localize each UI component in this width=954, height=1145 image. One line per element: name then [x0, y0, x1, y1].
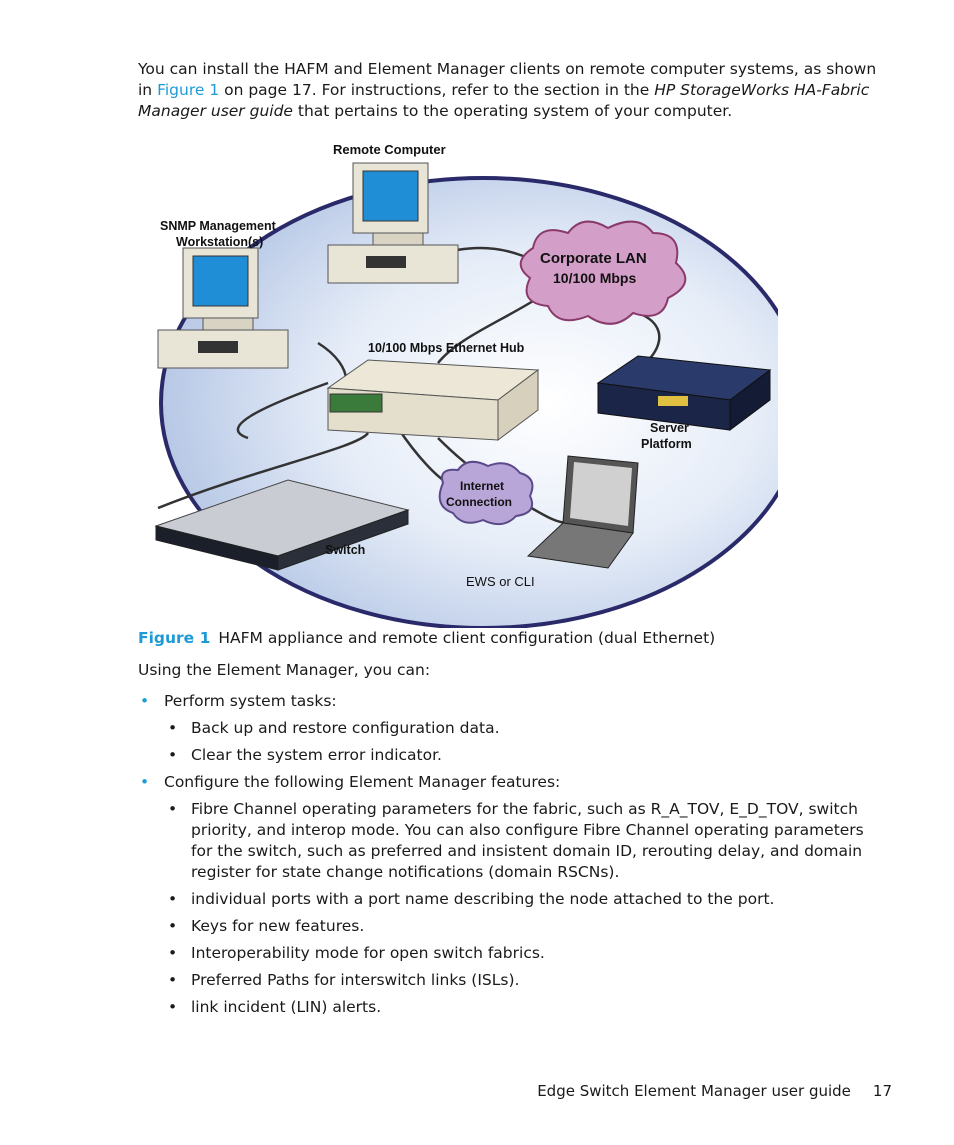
- list-item: •link incident (LIN) alerts.: [168, 998, 382, 1016]
- network-diagram: Remote Computer SNMP Management Workstat…: [138, 138, 778, 628]
- caption-text: HAFM appliance and remote client configu…: [218, 629, 716, 647]
- figure-label: Figure 1: [138, 629, 211, 647]
- bullet-icon: •: [140, 692, 150, 710]
- bullet-icon: •: [168, 971, 178, 989]
- intro-paragraph: You can install the HAFM and Element Man…: [138, 59, 883, 122]
- snmp-label-line2: Workstation(s): [176, 235, 263, 249]
- lan-label-line1: Corporate LAN: [540, 250, 647, 267]
- server-label-line1: Server: [650, 421, 689, 435]
- feature-list: •Perform system tasks: •Back up and rest…: [138, 691, 883, 1024]
- footer-title: Edge Switch Element Manager user guide: [537, 1082, 851, 1100]
- snmp-label-line1: SNMP Management: [160, 219, 277, 233]
- list-item: •Clear the system error indicator.: [168, 746, 442, 764]
- guide-title: HP StorageWorks HA-Fabric Manager user g…: [138, 81, 870, 120]
- hub-label: 10/100 Mbps Ethernet Hub: [368, 341, 525, 355]
- list-item: •Preferred Paths for interswitch links (…: [168, 971, 520, 989]
- internet-label-line1: Internet: [460, 479, 504, 493]
- list-item: •Perform system tasks:: [140, 692, 337, 710]
- figure-link[interactable]: Figure 1: [157, 81, 220, 99]
- list-item: •Keys for new features.: [168, 917, 365, 935]
- intro-text-1: You can install the HAFM and Element Man…: [138, 60, 877, 99]
- corporate-lan-cloud: [519, 220, 687, 325]
- bullet-icon: •: [168, 800, 178, 818]
- list-item: •Configure the following Element Manager…: [140, 773, 561, 791]
- internet-label-line2: Connection: [446, 495, 512, 509]
- remote-computer-icon: [327, 162, 459, 284]
- server-platform-icon: [596, 355, 772, 431]
- bullet-icon: •: [168, 917, 178, 935]
- bullet-icon: •: [168, 998, 178, 1016]
- page-number: 17: [872, 1082, 892, 1100]
- intro-text-3: that pertains to the operating system of…: [292, 102, 733, 120]
- remote-computer-label: Remote Computer: [333, 142, 446, 157]
- bullet-icon: •: [168, 890, 178, 908]
- switch-icon: [154, 479, 410, 571]
- switch-label: Switch: [325, 543, 365, 557]
- list-lead: Using the Element Manager, you can:: [138, 661, 431, 679]
- laptop-icon: [526, 455, 639, 569]
- figure-caption: Figure 1 HAFM appliance and remote client…: [138, 629, 715, 647]
- bullet-icon: •: [168, 944, 178, 962]
- intro-text-2: on page 17. For instructions, refer to t…: [219, 81, 655, 99]
- list-item: •Interoperability mode for open switch f…: [168, 944, 545, 962]
- ethernet-hub-icon: [326, 359, 540, 441]
- list-item: •Fibre Channel operating parameters for …: [168, 800, 864, 881]
- internet-cloud: [438, 460, 534, 526]
- server-label-line2: Platform: [641, 437, 692, 451]
- snmp-workstation-icon: [157, 247, 289, 369]
- list-item: •individual ports with a port name descr…: [168, 890, 775, 908]
- bullet-icon: •: [168, 746, 178, 764]
- page-footer: Edge Switch Element Manager user guide 17: [537, 1082, 892, 1100]
- bullet-icon: •: [168, 719, 178, 737]
- bullet-icon: •: [140, 773, 150, 791]
- lan-label-line2: 10/100 Mbps: [553, 270, 636, 286]
- list-item: •Back up and restore configuration data.: [168, 719, 500, 737]
- ews-label: EWS or CLI: [466, 574, 535, 589]
